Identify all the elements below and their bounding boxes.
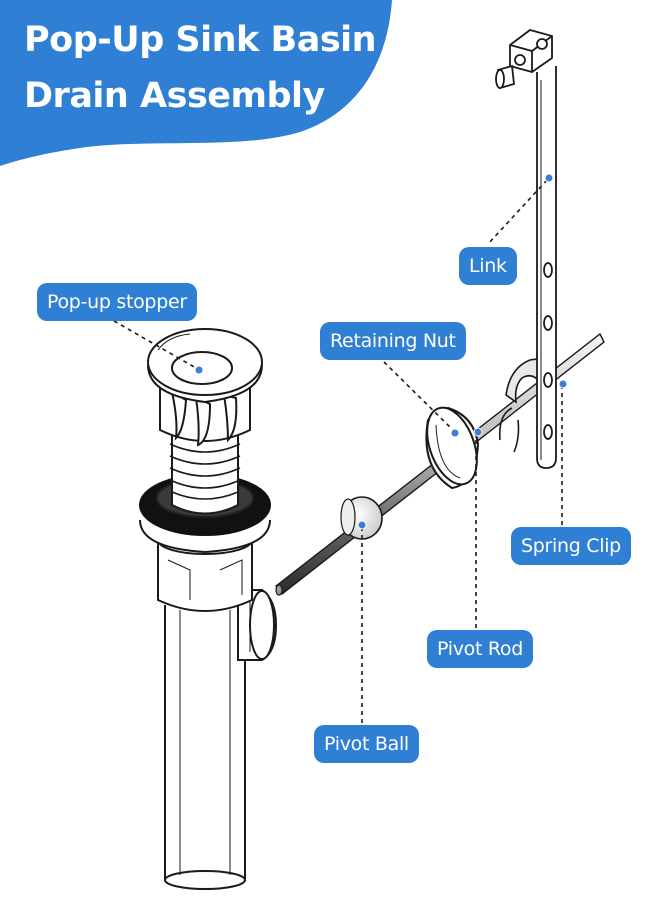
label-pivot-ball: Pivot Ball xyxy=(314,725,419,763)
link-strap xyxy=(495,29,557,469)
marker-dots xyxy=(194,173,568,530)
label-link: Link xyxy=(459,247,517,285)
title-line-1: Pop-Up Sink Basin xyxy=(24,20,377,60)
label-popup-stopper: Pop-up stopper xyxy=(37,283,197,321)
label-spring-clip: Spring Clip xyxy=(511,527,631,565)
label-pivot-rod: Pivot Rod xyxy=(427,630,534,668)
pivot-ball xyxy=(340,496,383,540)
drain-body xyxy=(139,328,278,890)
retaining-nut xyxy=(425,406,480,490)
leader-lines xyxy=(113,179,563,724)
label-retaining-nut: Retaining Nut xyxy=(320,322,466,360)
title-line-2: Drain Assembly xyxy=(24,76,325,116)
